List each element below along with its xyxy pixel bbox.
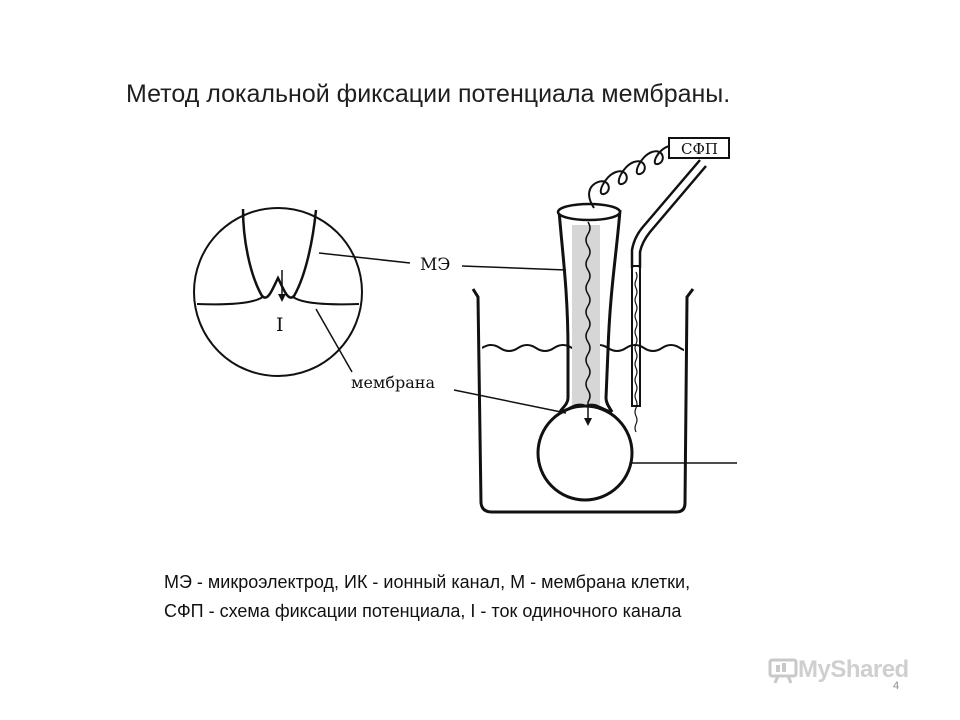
bath-solution-surface xyxy=(482,344,684,352)
beaker xyxy=(471,288,695,514)
watermark: MyShared xyxy=(768,656,909,684)
magnified-inset xyxy=(193,207,363,377)
reference-electrode xyxy=(630,159,737,464)
current-label: I xyxy=(276,314,284,336)
caption-line-1: МЭ - микроэлектрод, ИК - ионный канал, М… xyxy=(164,572,691,592)
slide-title: Метод локальной фиксации потенциала мемб… xyxy=(126,80,731,108)
clamp-circuit-box xyxy=(668,137,730,159)
clamp-circuit-label: СФП xyxy=(681,140,718,158)
page-number: 4 xyxy=(893,680,900,692)
watermark-text: MyShared xyxy=(798,656,909,683)
membrane-label: мембрана xyxy=(351,373,435,392)
caption: МЭ - микроэлектрод, ИК - ионный канал, М… xyxy=(164,568,690,626)
electrode-label: МЭ xyxy=(420,255,450,275)
cell xyxy=(536,404,634,502)
coiled-wire xyxy=(588,145,671,209)
caption-line-2: СФП - схема фиксации потенциала, I - ток… xyxy=(164,601,682,621)
micropipette xyxy=(556,202,622,426)
projector-icon xyxy=(768,658,798,684)
